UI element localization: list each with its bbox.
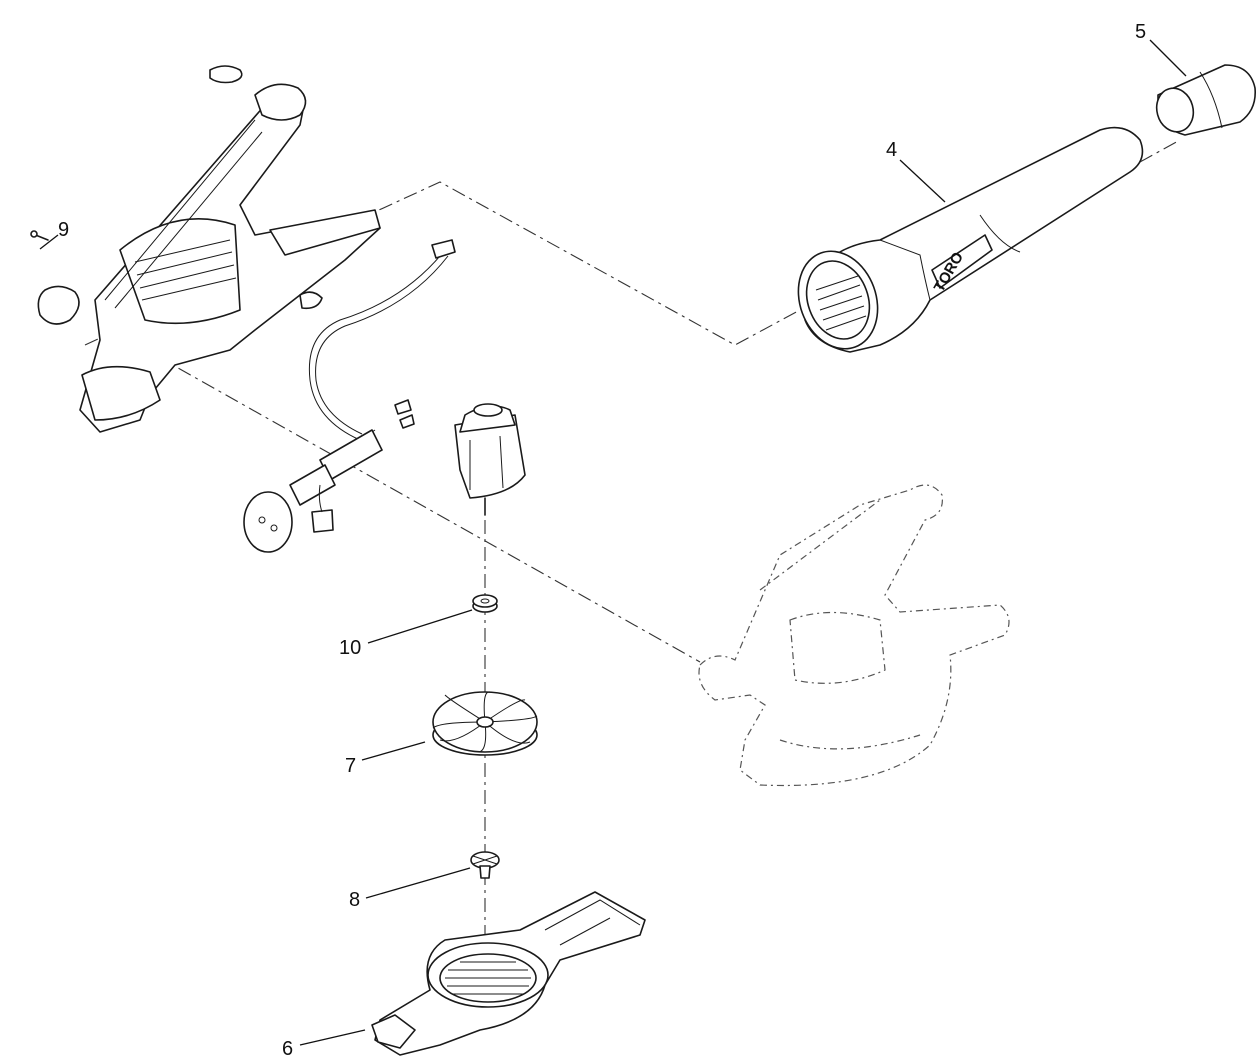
impeller-fan-part-7 — [432, 691, 538, 756]
leader-part-9 — [39, 234, 59, 250]
motor — [454, 403, 526, 516]
lower-housing-part-6 — [371, 891, 646, 1056]
assembled-blower-phantom — [698, 484, 1010, 787]
callout-part-10: 10 — [339, 637, 361, 659]
washer-part-10 — [472, 594, 498, 613]
blower-tube-part-4: TORO — [797, 126, 1144, 353]
callout-part-7: 7 — [345, 755, 356, 777]
leader-part-8 — [365, 867, 471, 899]
nozzle-part-5 — [1155, 64, 1257, 136]
callout-part-8: 8 — [349, 889, 360, 911]
centerline-housing — [154, 354, 701, 663]
callout-part-9: 9 — [58, 219, 69, 241]
screw-part-9 — [30, 230, 49, 241]
callout-labels: 4 5 6 7 8 9 10 — [58, 21, 1146, 1060]
callout-part-6: 6 — [282, 1038, 293, 1060]
left-housing-half — [37, 65, 381, 433]
leader-part-6 — [299, 1029, 366, 1046]
cord-harness — [243, 239, 456, 553]
centerline-nozzle — [1139, 139, 1181, 163]
leader-lines — [39, 39, 1187, 1046]
callout-part-4: 4 — [886, 139, 897, 161]
leader-part-7 — [361, 741, 426, 761]
leader-part-10 — [367, 609, 473, 644]
leader-part-5 — [1149, 39, 1187, 77]
leader-part-4 — [899, 159, 946, 203]
callout-part-5: 5 — [1135, 21, 1146, 43]
nut-part-8 — [470, 851, 500, 879]
